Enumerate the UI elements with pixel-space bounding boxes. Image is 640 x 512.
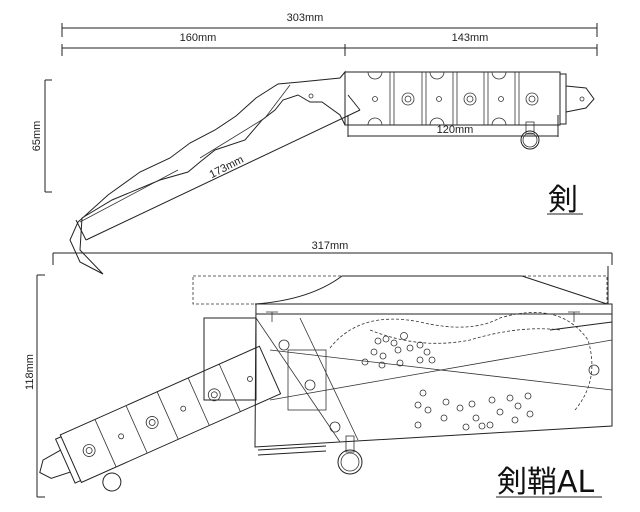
dimension-height: 65mm: [31, 79, 52, 193]
dimension-edge: 173mm: [75, 94, 361, 241]
sword-title: 剣: [548, 183, 578, 218]
dim-label-65: 65mm: [31, 121, 43, 152]
sword-blade: [69, 70, 346, 275]
scabbard-ring: [337, 435, 363, 475]
dim-label-118: 118mm: [24, 354, 36, 390]
belt-clip-outline: [192, 275, 608, 305]
scabbard-drawing: 317mm 118mm: [24, 240, 613, 500]
dim-label-120: 120mm: [437, 124, 474, 136]
dim-label-317: 317mm: [312, 240, 349, 252]
dim-label-303: 303mm: [287, 12, 324, 24]
dim-label-160: 160mm: [180, 32, 217, 44]
dimension-blade-length: 160mm 143mm: [61, 32, 598, 56]
rivets: [266, 311, 580, 322]
dim-label-143: 143mm: [452, 32, 489, 44]
dimension-scabbard-height: 118mm: [24, 274, 45, 498]
sword-lanyard-ring: [520, 121, 540, 150]
sheathed-sword-handle: [39, 345, 282, 492]
sword-drawing: 303mm 160mm 143mm 65mm 120mm 173mm: [31, 12, 598, 275]
sword-handle: [344, 71, 595, 150]
scabbard-holes: [278, 332, 600, 433]
dimension-grip: 120mm: [347, 115, 559, 137]
scabbard-title: 剣鞘AL: [497, 465, 595, 500]
dimension-scabbard-length: 317mm: [52, 240, 613, 265]
dimension-total-length: 303mm: [61, 12, 598, 37]
scabbard-body: [254, 303, 613, 448]
